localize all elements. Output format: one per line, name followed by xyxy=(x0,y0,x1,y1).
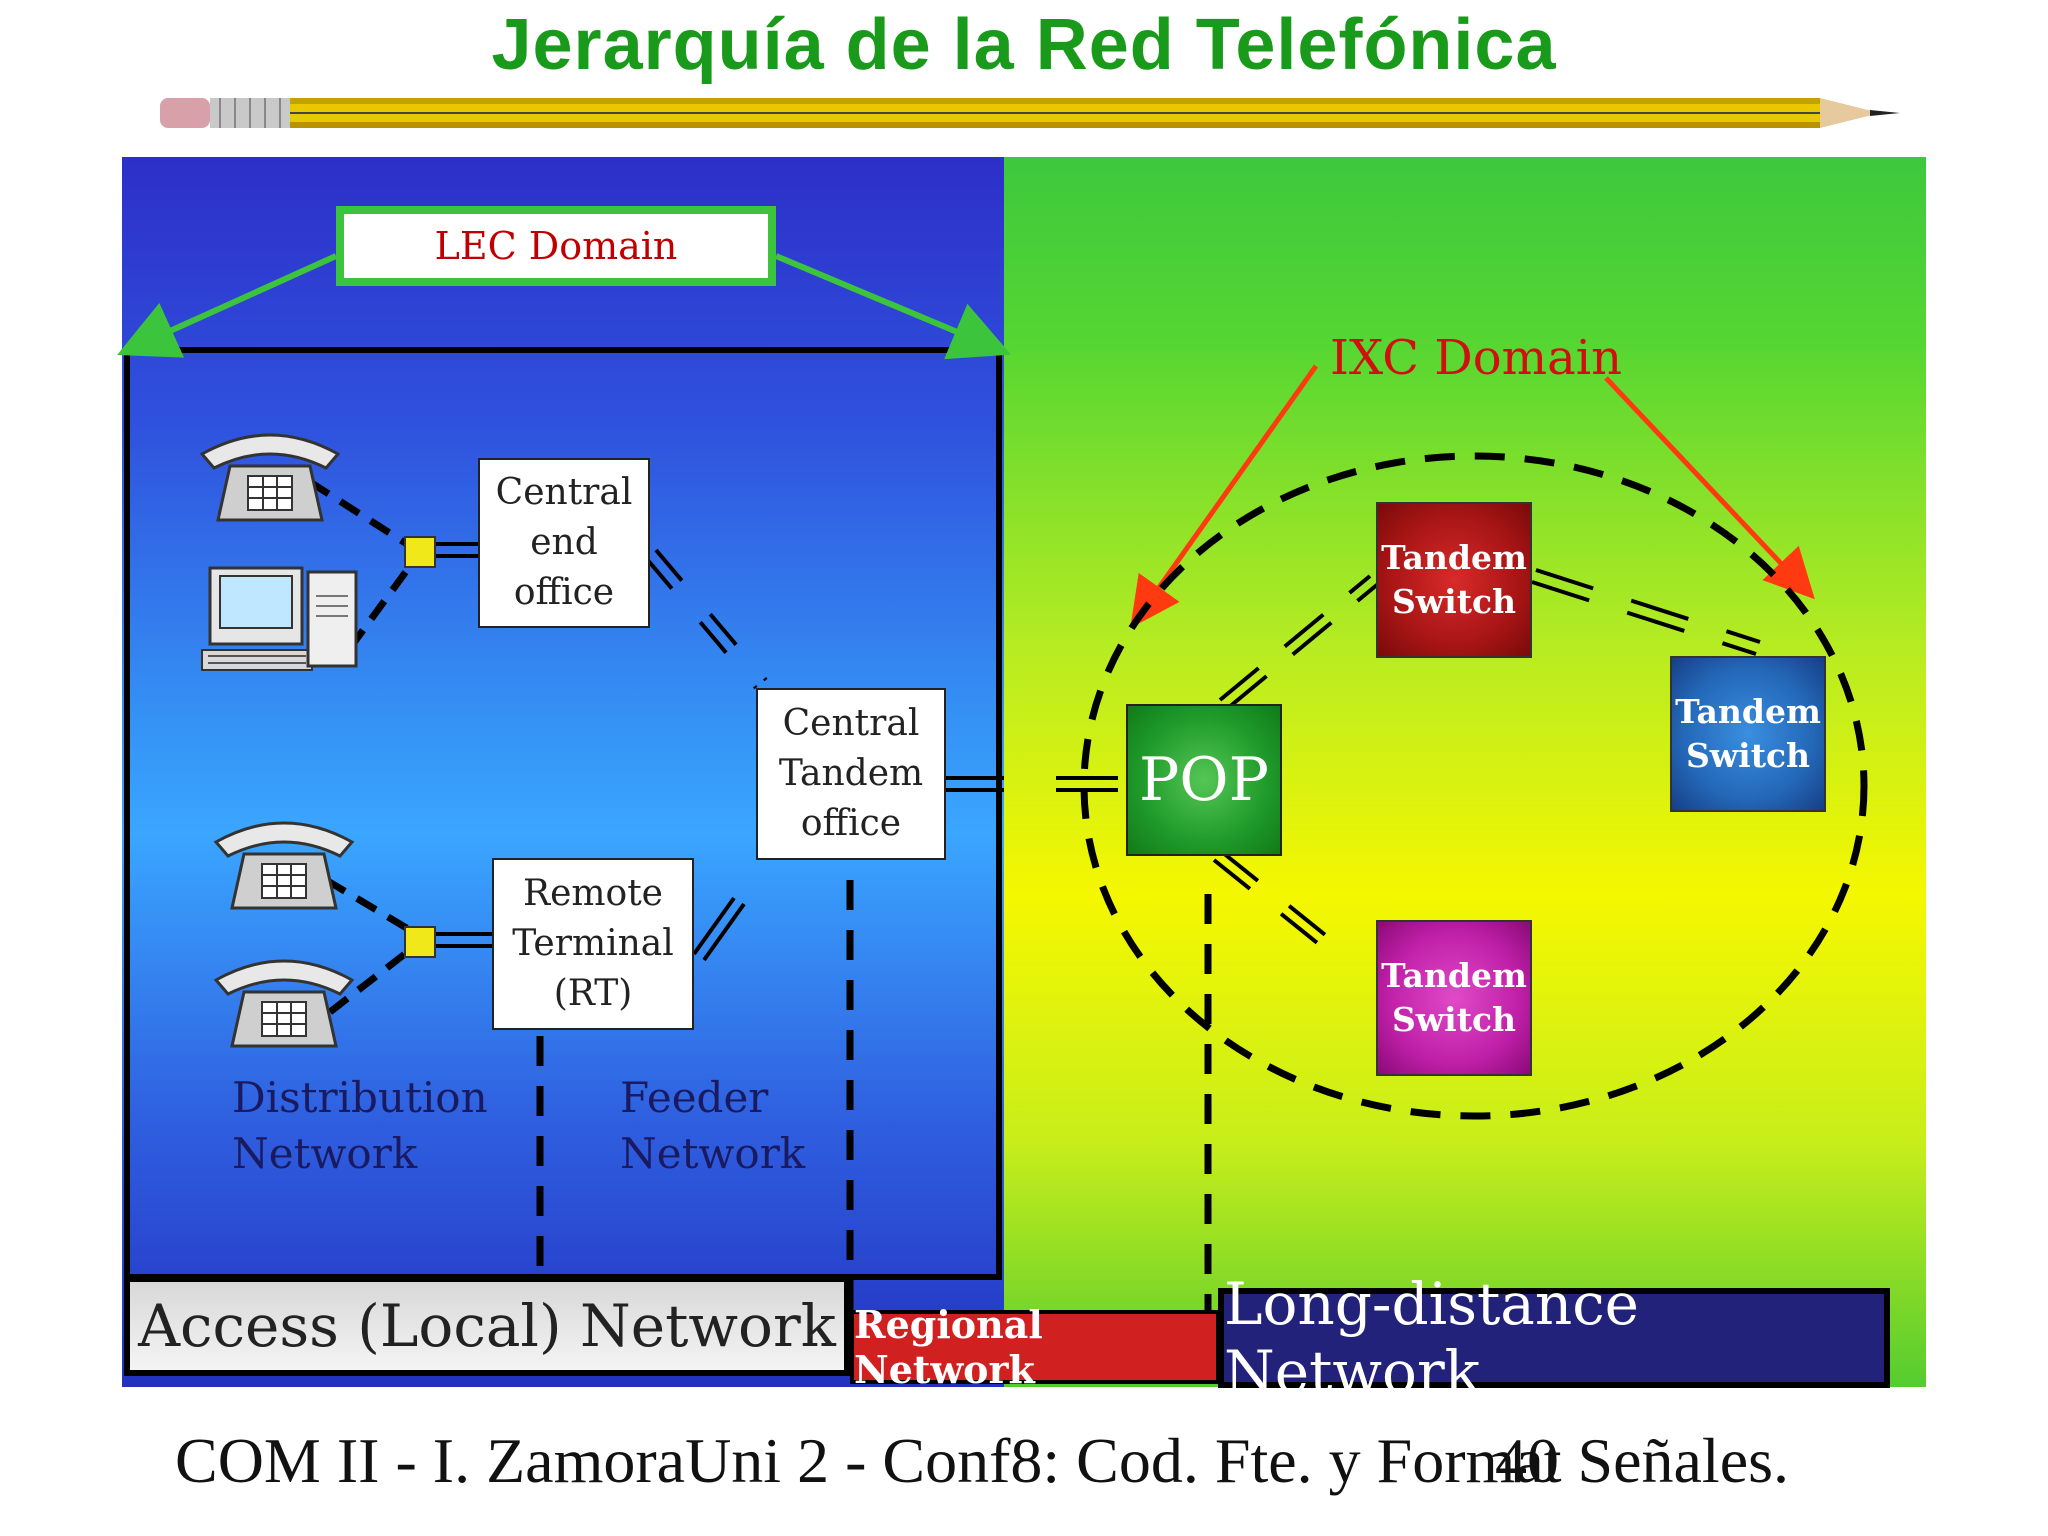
lec-arrow-right xyxy=(774,253,1012,360)
ixc-arrow-left xyxy=(1130,364,1319,629)
lec-arrow-left xyxy=(117,253,338,358)
ixc-domain-label: IXC Domain xyxy=(1330,330,1623,386)
telephone-icon xyxy=(213,959,355,1048)
distribution-network-label: Distribution Network xyxy=(232,1073,488,1178)
footer-text: COM II - I. ZamoraUni 2 - Conf8: Cod. Ft… xyxy=(175,1425,1789,1496)
feeder-network-label: Feeder Network xyxy=(620,1073,806,1178)
slide-title: Jerarquía de la Red Telefónica xyxy=(491,5,1557,85)
lec-domain-label: LEC Domain xyxy=(336,206,776,286)
regional-network-bar: Regional Network xyxy=(850,1302,1220,1392)
splice-node-icon xyxy=(404,926,436,958)
central-tandem-office-box: Central Tandem office xyxy=(756,688,946,860)
long-distance-network-bar: Long-distance Network xyxy=(1218,1270,1890,1406)
remote-terminal-box: Remote Terminal (RT) xyxy=(492,858,694,1030)
central-end-office-box: Central end office xyxy=(478,458,650,628)
tandem-switch-right: Tandem Switch xyxy=(1670,656,1826,812)
access-network-bar: Access (Local) Network xyxy=(124,1276,850,1376)
computer-icon xyxy=(201,566,358,671)
telephone-icon xyxy=(213,821,355,910)
telephone-icon xyxy=(199,433,341,522)
splice-node-icon xyxy=(404,536,436,568)
tandem-switch-bottom: Tandem Switch xyxy=(1376,920,1532,1076)
ixc-arrow-right xyxy=(1604,376,1815,600)
pop-node: POP xyxy=(1126,704,1282,856)
pencil-divider xyxy=(160,98,1900,128)
page-number: 40 xyxy=(1495,1425,1559,1496)
tandem-switch-top: Tandem Switch xyxy=(1376,502,1532,658)
ixc-ring xyxy=(1080,452,1868,1120)
